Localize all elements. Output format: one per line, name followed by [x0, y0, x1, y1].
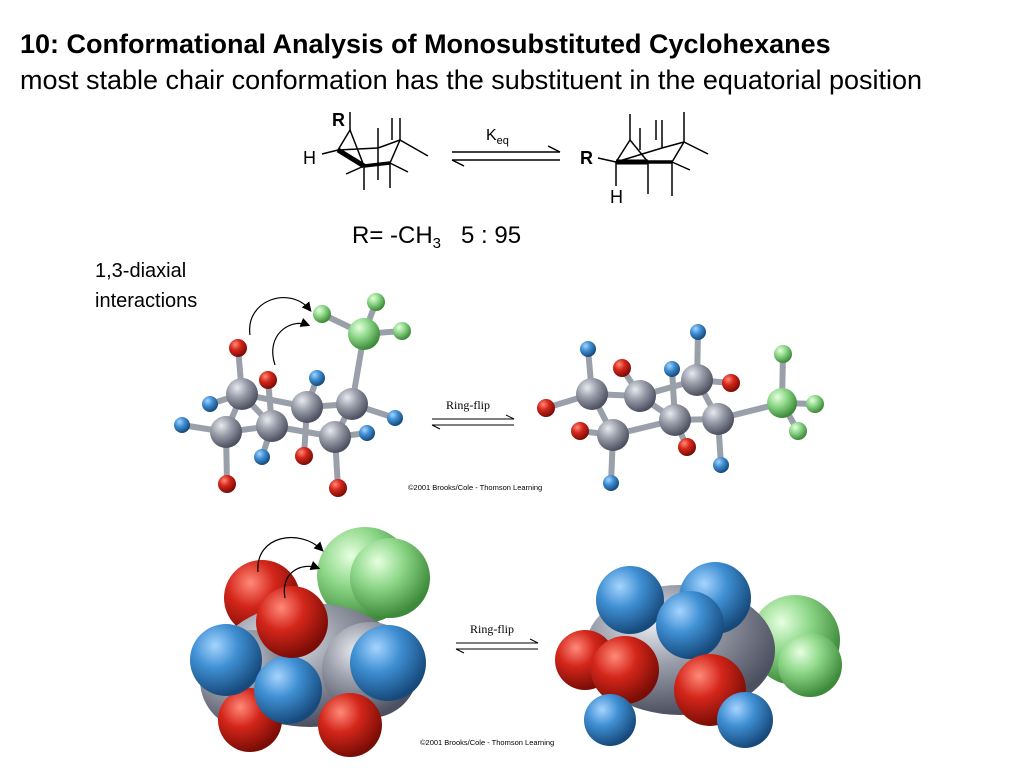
ring-flip-label-top: Ring-flip [446, 398, 490, 412]
left-ball-stick-atoms [174, 293, 411, 497]
ring-flip-arrows-top [431, 414, 515, 430]
right-chair-structure [597, 112, 709, 196]
ring-flip-arrows-bottom [455, 638, 539, 654]
left-h-label: H [303, 148, 316, 168]
right-h-label: H [610, 187, 623, 207]
equilibrium-ratio: 5 : 95 [461, 222, 522, 249]
ratio-line: R= -CH3 5 : 95 [352, 222, 521, 252]
r-group-label: R= -CH [352, 222, 433, 249]
ring-flip-label-bottom: Ring-flip [470, 622, 514, 636]
copyright-top: ©2001 Brooks/Cole - Thomson Learning [408, 483, 542, 492]
diaxial-arrows-bottom [257, 536, 324, 599]
r-group-subscript: 3 [432, 235, 442, 252]
copyright-bottom: ©2001 Brooks/Cole - Thomson Learning [420, 738, 554, 747]
equilibrium-arrows [451, 145, 561, 167]
right-space-filling-model [555, 562, 842, 748]
keq-subscript: eq [497, 135, 509, 147]
slide-title: 10: Conformational Analysis of Monosubst… [20, 29, 831, 59]
diaxial-arrows-top [249, 297, 312, 366]
left-space-filling-model [190, 527, 430, 757]
diaxial-line-2: interactions [95, 290, 198, 312]
left-chair-structure [321, 112, 429, 190]
right-r-label: R [580, 148, 593, 168]
slide-subtitle: most stable chair conformation has the s… [20, 65, 923, 95]
keq-label: Keq [486, 127, 509, 147]
keq-main: K [486, 127, 497, 144]
diaxial-annotation: 1,3-diaxial interactions [95, 256, 197, 316]
diaxial-line-1: 1,3-diaxial [95, 260, 187, 282]
left-r-label: R [332, 110, 345, 130]
right-ball-stick-atoms [537, 324, 824, 491]
